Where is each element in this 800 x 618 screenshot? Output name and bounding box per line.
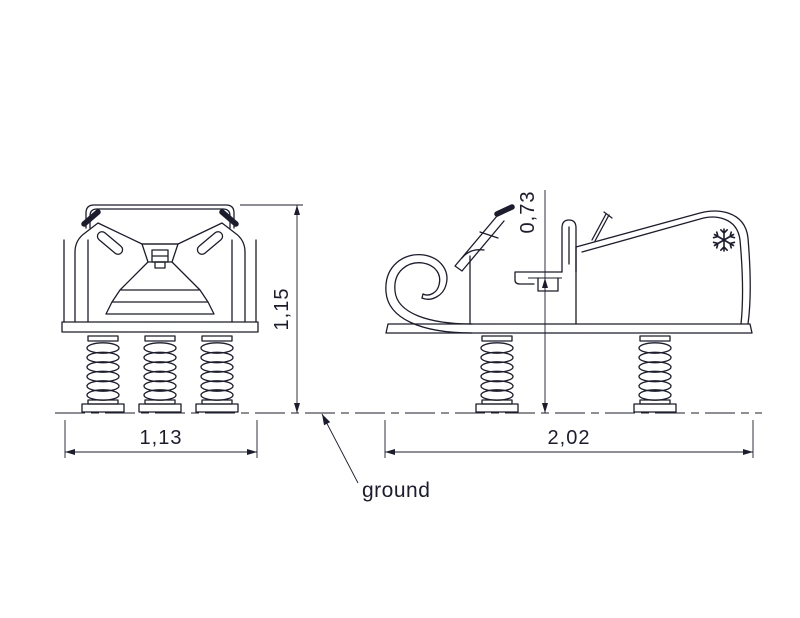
- seat-slot-right: [196, 231, 224, 255]
- dim-front-height-label: 1,15: [271, 288, 293, 331]
- front-springs: [81, 335, 239, 413]
- dimension-front-width: 1,13: [64, 420, 258, 458]
- dimension-overall-length: 2,02: [384, 420, 754, 458]
- dimension-front-height: 1,15: [240, 204, 303, 413]
- body-panel: [575, 210, 751, 325]
- handlebar: [85, 204, 235, 229]
- spring: [138, 335, 182, 413]
- steering-column: [454, 215, 505, 272]
- handle-grip-left: [81, 209, 101, 227]
- spring: [475, 335, 519, 413]
- dim-front-width-label: 1,13: [140, 427, 183, 449]
- spring: [81, 335, 125, 413]
- backrest: [561, 219, 577, 273]
- ski-curl: [385, 253, 473, 334]
- seat-slot-left: [96, 231, 124, 255]
- dim-seat-height-label: 0,73: [517, 191, 539, 234]
- running-board: [385, 323, 753, 334]
- dim-overall-length-label: 2,02: [548, 427, 591, 449]
- handle-grip: [494, 204, 515, 217]
- side-view: [385, 204, 753, 334]
- seat: [514, 271, 563, 285]
- dimension-seat-height: 0,73: [517, 190, 562, 413]
- handle-grip-right: [219, 209, 239, 227]
- body-shell: [74, 222, 246, 323]
- ground-leader: ground: [321, 413, 430, 502]
- spring: [195, 335, 239, 413]
- side-springs: [475, 335, 677, 413]
- base-platform: [61, 321, 259, 333]
- front-view: [61, 204, 259, 333]
- ground-label: ground: [362, 479, 430, 502]
- spring: [633, 335, 677, 413]
- seat-bracket: [537, 277, 559, 292]
- snowflake-icon: [712, 228, 736, 252]
- console: [141, 243, 179, 263]
- footwell-steps: [105, 261, 215, 315]
- dimensions: 1,13 1,15 0,73 2,02 ground: [64, 190, 754, 502]
- flag-pole: [591, 211, 613, 242]
